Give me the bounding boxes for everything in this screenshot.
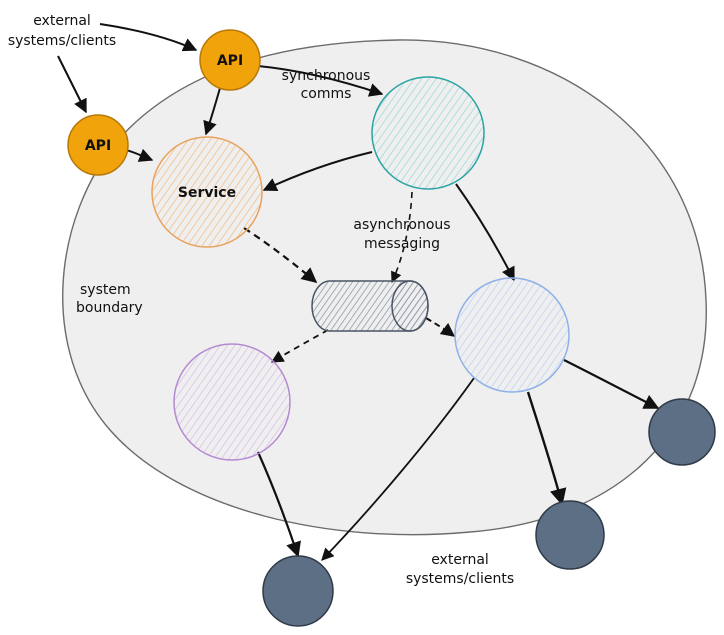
arrow-purple-to-external xyxy=(256,451,301,558)
service-node: Service xyxy=(151,136,263,248)
arrow-api-top-to-service xyxy=(203,87,221,136)
synchronous-label-line1: synchronous xyxy=(282,68,371,84)
external-top-label-line1: external xyxy=(33,13,91,29)
external-system-mid xyxy=(535,500,605,570)
api-node-left: API xyxy=(67,114,129,176)
api-node-top: API xyxy=(199,29,261,91)
purple-service-node xyxy=(173,343,291,461)
system-boundary-label-line2: boundary xyxy=(76,300,143,316)
external-top-label-line2: systems/clients xyxy=(8,33,116,49)
asynchronous-label-line1: asynchronous xyxy=(353,217,450,233)
api-top-label: API xyxy=(217,53,243,69)
external-bottom-label-line2: systems/clients xyxy=(406,571,514,587)
arrow-blue-to-external-bottom xyxy=(321,377,475,561)
arrow-queue-to-purple xyxy=(270,329,329,363)
external-system-right xyxy=(648,398,716,466)
service-label: Service xyxy=(178,185,236,201)
arrow-queue-to-blue xyxy=(425,317,456,337)
arrow-blue-to-external-right xyxy=(563,359,660,409)
external-bottom-label-line1: external xyxy=(431,552,489,568)
arrow-external-to-api-top xyxy=(99,23,198,52)
arrow-api-top-to-teal xyxy=(257,65,384,97)
synchronous-label-line2: comms xyxy=(301,86,352,102)
system-boundary-label-line1: system xyxy=(80,282,131,298)
arrow-external-to-api-left xyxy=(57,55,87,114)
blue-service-node xyxy=(454,277,570,393)
arrow-teal-to-service xyxy=(262,151,373,191)
api-left-label: API xyxy=(85,138,111,154)
asynchronous-label-line2: messaging xyxy=(364,236,440,252)
external-system-bottom xyxy=(262,555,334,627)
teal-service-node xyxy=(371,76,485,190)
message-queue xyxy=(311,280,429,332)
arrow-teal-to-blue xyxy=(455,183,515,282)
arrow-blue-to-external-mid xyxy=(526,391,567,506)
